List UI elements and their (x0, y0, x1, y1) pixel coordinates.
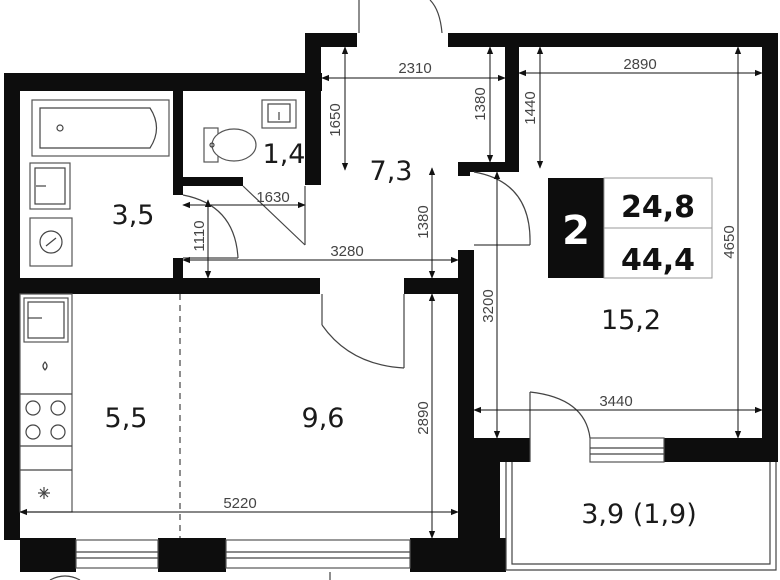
windows (75, 437, 777, 571)
wall-hall-living (404, 278, 474, 294)
dim-living-width: 5220 (223, 495, 256, 512)
area-living-room: 9,6 (302, 403, 345, 434)
area-hallway: 7,3 (370, 156, 413, 187)
dimension-lines (19, 46, 763, 539)
dim-bedroom-depth: 3200 (480, 289, 497, 322)
cropped-arc (49, 575, 81, 580)
room-areas: 3,5 1,4 7,3 5,5 9,6 15,2 3,9 (1,9) (105, 139, 697, 530)
dim-toilet-width: 1630 (256, 189, 289, 206)
bathtub (31, 99, 170, 157)
wall-top-bath (4, 73, 322, 91)
dim-bedroom-niche-height: 1440 (522, 91, 539, 124)
area-balcony: 3,9 (1,9) (581, 499, 697, 530)
dim-bedroom-height: 4650 (721, 225, 738, 258)
wall-bath-kitchen (20, 278, 320, 294)
wall-bottom-1 (20, 538, 76, 572)
doors (182, 0, 591, 462)
fridge-icon (38, 487, 50, 499)
area-toilet: 1,4 (263, 139, 306, 170)
wall-bottom-2 (158, 538, 226, 572)
dimension-labels: 2310 2890 1650 1380 1440 1630 1380 1110 … (191, 56, 738, 512)
walls (4, 33, 778, 572)
wall-bath-lower (173, 258, 183, 278)
kitchen-tap (42, 361, 48, 371)
wall-hall-bedroom-upper (505, 47, 519, 169)
wall-hall-bedroom-lower (458, 250, 474, 462)
wall-toilet-right (305, 91, 321, 185)
wall-hall-bedroom-stub (458, 162, 519, 172)
wall-bottom-3 (410, 538, 506, 572)
wall-toilet-bottom (183, 177, 243, 186)
bedroom-door-leaf (473, 171, 531, 246)
dim-hall-length: 3280 (330, 243, 363, 260)
badge-living-area: 24,8 (621, 190, 695, 225)
dim-hall-height-mid: 1380 (415, 205, 432, 238)
balcony-glazing (505, 462, 777, 571)
area-bathroom: 3,5 (112, 200, 155, 231)
wall-left-outer (4, 73, 20, 540)
dim-bedroom-width-bottom: 3440 (599, 393, 632, 410)
dim-hall-niche-height: 1380 (472, 87, 489, 120)
kitchen-sink (23, 297, 69, 343)
area-kitchen: 5,5 (105, 403, 148, 434)
wall-hall-left (305, 33, 321, 91)
badge-room-count: 2 (562, 208, 590, 254)
wall-bath-partition (173, 91, 183, 195)
area-bedroom: 15,2 (601, 305, 661, 336)
window-bedroom (589, 437, 665, 463)
apartment-badge: 2 24,8 44,4 (548, 177, 713, 279)
window-living (225, 539, 411, 569)
toilet-door-leaf (242, 185, 306, 246)
stove (25, 400, 66, 440)
dim-living-depth: 2890 (415, 401, 432, 434)
toilet-bowl (211, 128, 257, 162)
wall-right-outer (762, 33, 778, 438)
badge-rooms-box (548, 178, 604, 278)
wall-balcony-left (458, 462, 500, 540)
wall-bedroom-bottom-right (664, 438, 778, 462)
dim-bedroom-width-top: 2890 (623, 56, 656, 73)
badge-total-area: 44,4 (621, 243, 695, 278)
dim-hall-width: 2310 (398, 60, 431, 77)
dim-hall-height-top: 1650 (327, 103, 344, 136)
bath-door-leaf (182, 194, 239, 259)
wall-top-right (448, 33, 778, 47)
dim-bath-door-width: 1110 (191, 220, 208, 251)
window-kitchen (75, 539, 159, 569)
fixtures (19, 99, 297, 538)
